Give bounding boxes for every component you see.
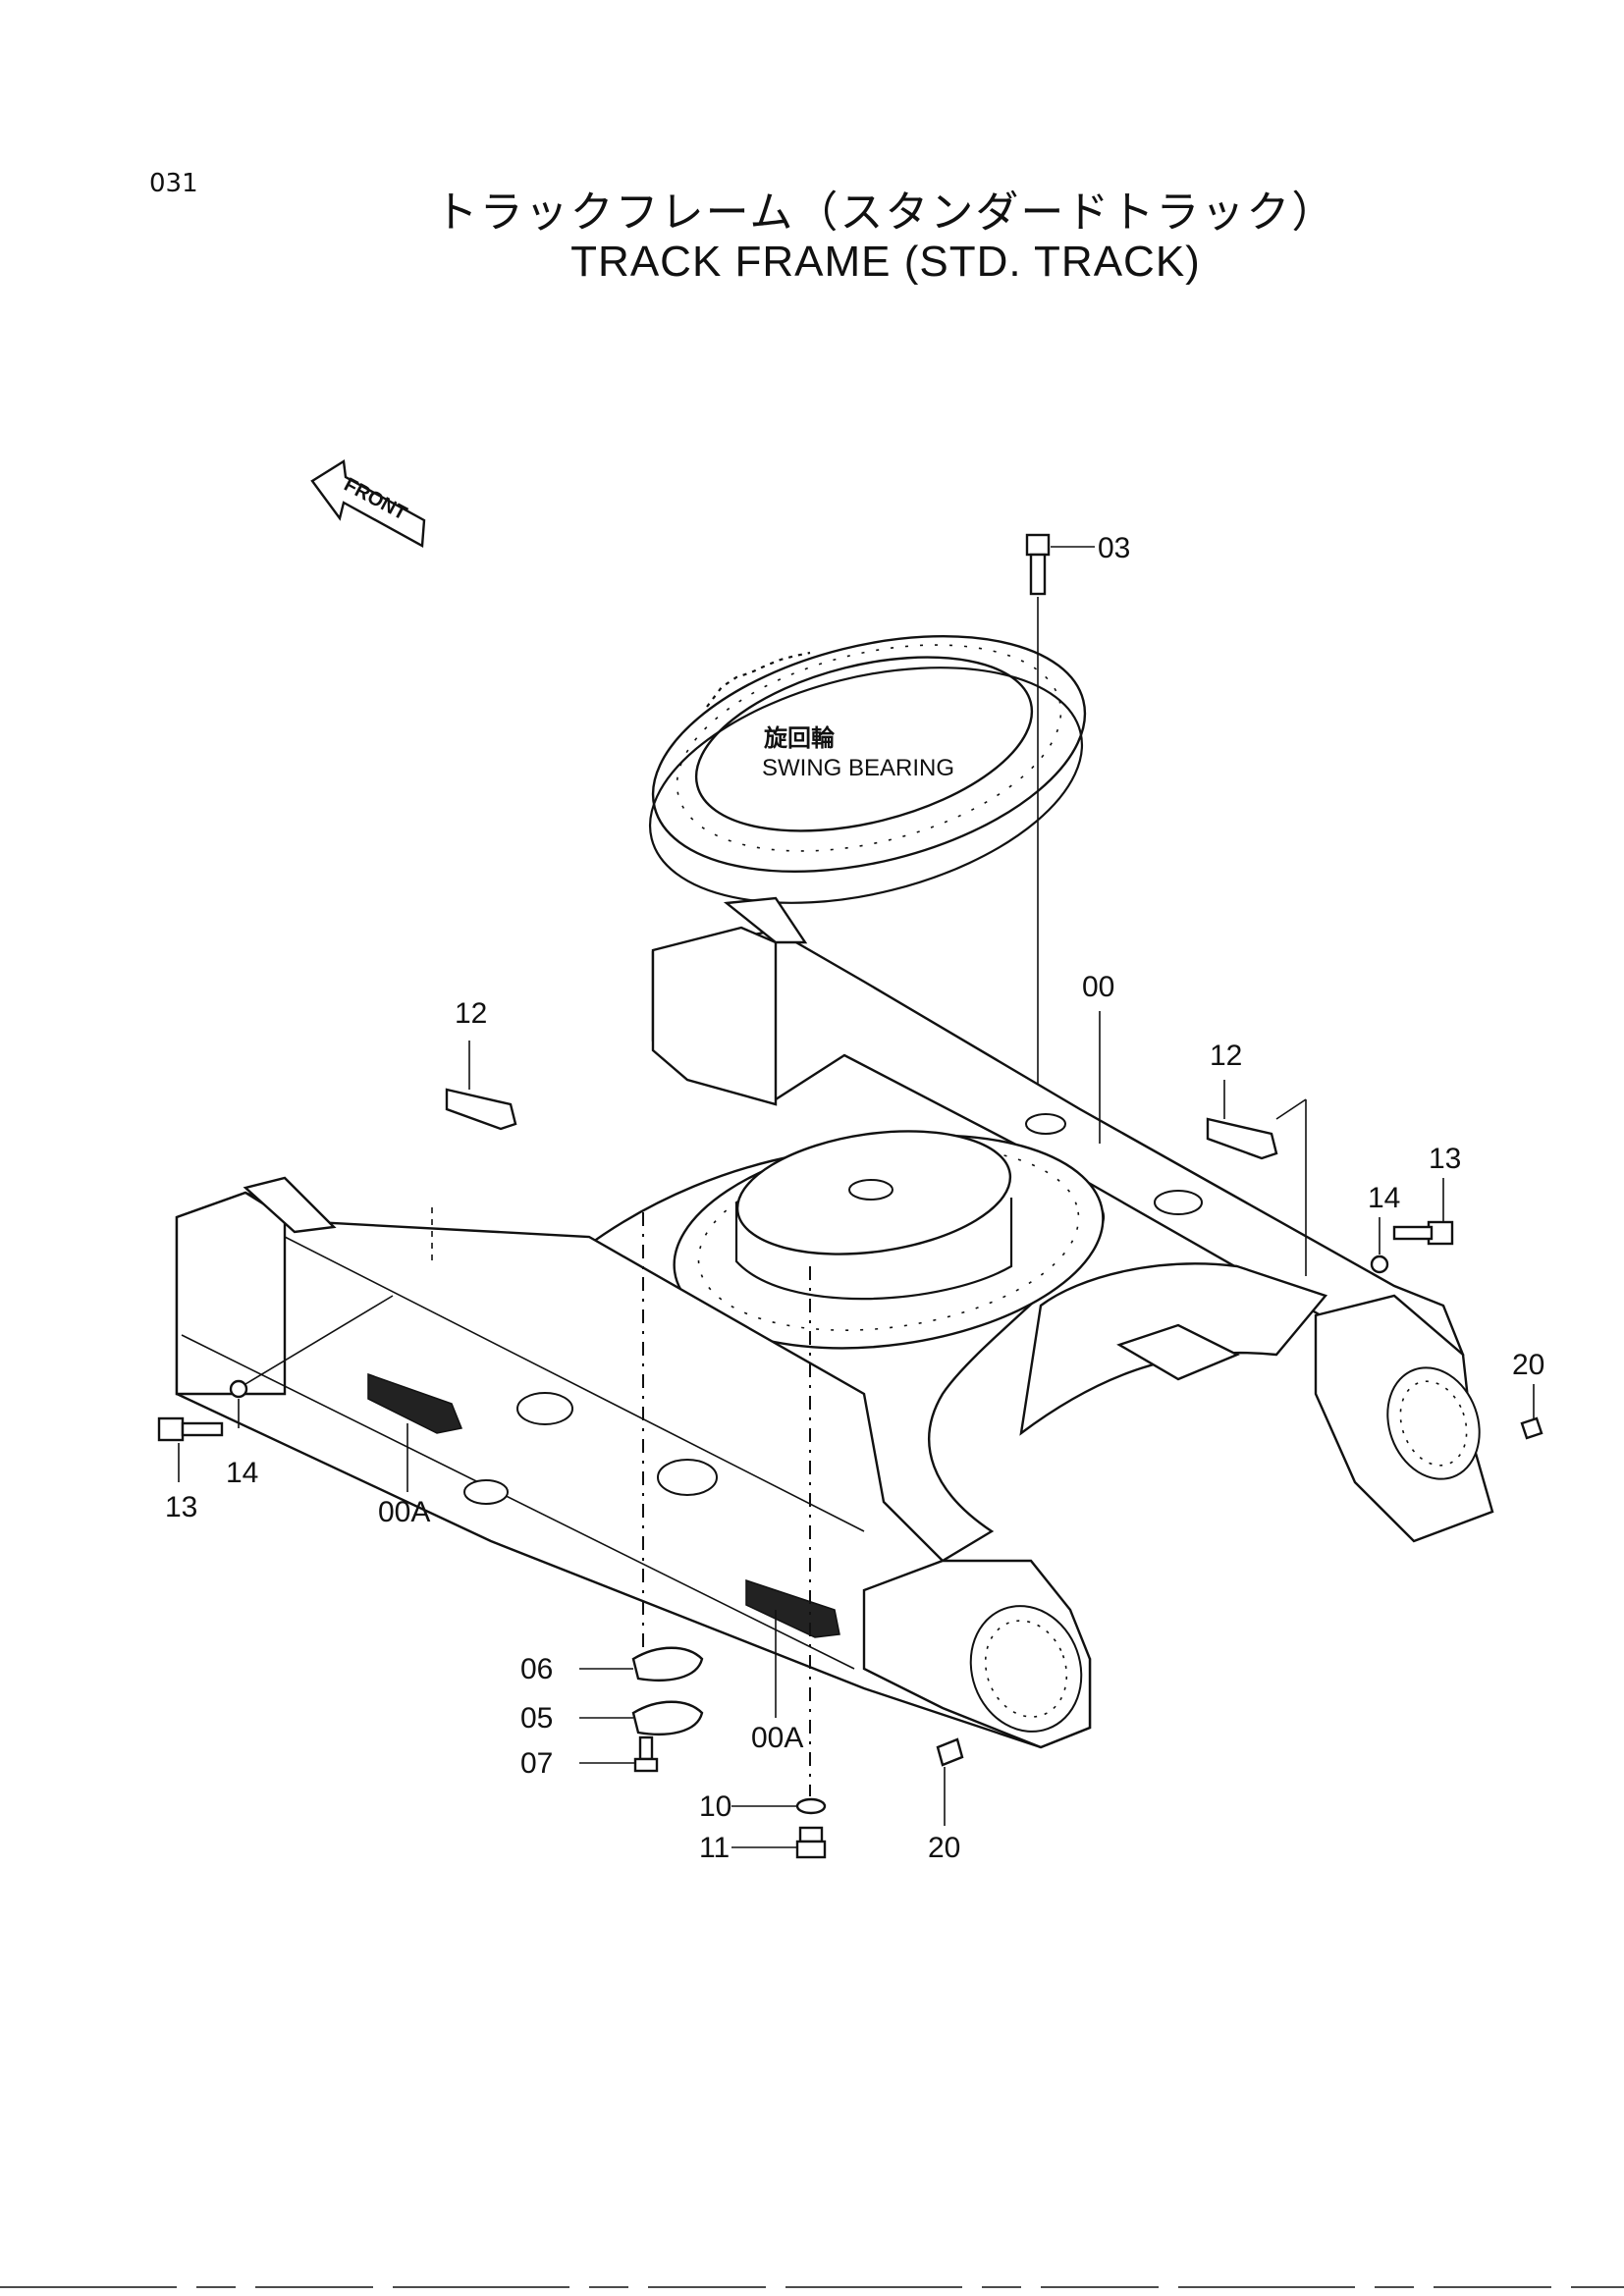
cover-06 [579,1646,704,1682]
title-english: TRACK FRAME (STD. TRACK) [570,238,1201,286]
label-14-left: 14 [226,1457,258,1489]
label-12-left: 12 [455,997,487,1030]
label-07: 07 [520,1747,553,1780]
title-japanese: トラックフレーム（スタンダードトラック） [434,187,1337,238]
plug-20-bottom [936,1737,964,1767]
label-13-left: 13 [165,1491,197,1523]
swing-bearing-label-en: SWING BEARING [762,755,954,781]
bolt-07 [579,1735,659,1773]
label-03: 03 [1098,532,1130,564]
label-05: 05 [520,1702,553,1735]
bracket-12-left [431,1041,517,1266]
label-14-right: 14 [1368,1182,1400,1214]
plug-20-right [1520,1416,1543,1440]
track-frame-body [175,896,1494,1749]
front-arrow: FRONT [310,458,426,548]
cover-05 [579,1700,704,1735]
label-20-right: 20 [1512,1349,1544,1381]
label-10: 10 [699,1790,731,1823]
label-00: 00 [1082,971,1114,1003]
plug-11 [731,1826,827,1859]
label-12-right: 12 [1210,1040,1242,1072]
bolt-13-right [1392,1178,1454,1246]
label-20-bottom: 20 [928,1832,960,1864]
label-13-right: 13 [1429,1143,1461,1175]
bracket-12-right [1206,1080,1307,1276]
bolt-13-left [157,1416,224,1482]
label-00A-left: 00A [378,1496,430,1528]
washer-14-right [1370,1255,1389,1274]
label-00A-center: 00A [751,1722,803,1754]
swing-bearing: 旋回輪 SWING BEARING [648,634,1087,904]
guide-plate-left [367,1372,463,1434]
guide-plate-center [745,1578,840,1638]
swing-bearing-label-ja: 旋回輪 [763,724,836,752]
washer-10 [731,1797,827,1815]
label-11: 11 [699,1832,730,1864]
washer-14-left [229,1379,248,1399]
page-number: 031 [149,169,198,198]
label-06: 06 [520,1653,553,1685]
